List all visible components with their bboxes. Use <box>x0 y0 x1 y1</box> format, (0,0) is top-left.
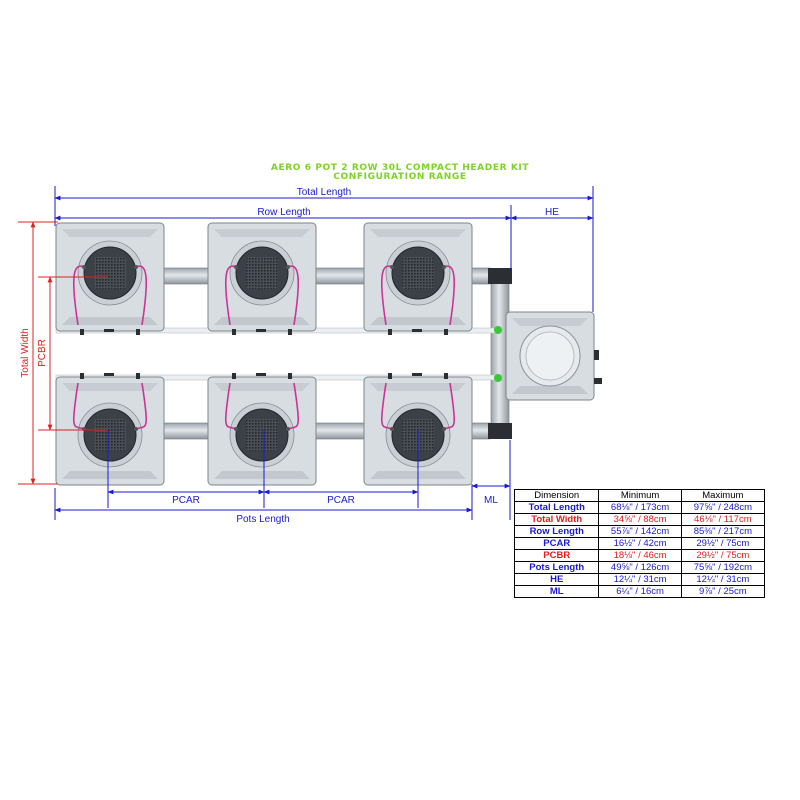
pot <box>363 222 473 335</box>
minimum-cell: 55⅞" / 142cm <box>598 525 682 538</box>
header-minimum: Minimum <box>598 489 682 502</box>
label-total-length: Total Length <box>297 187 352 198</box>
pot <box>55 373 165 486</box>
dimension-lines <box>18 186 594 520</box>
minimum-cell: 12¼" / 31cm <box>598 573 682 586</box>
dimension-name-cell: Total Length <box>513 501 600 514</box>
table-header-row: Dimension Minimum Maximum <box>513 489 766 502</box>
pot <box>207 222 317 335</box>
maximum-cell: 85⅜" / 217cm <box>680 525 766 538</box>
label-pcar-2: PCAR <box>327 495 355 506</box>
diagram-subtitle: CONFIGURATION RANGE <box>333 172 467 182</box>
minimum-cell: 16½" / 42cm <box>598 537 682 550</box>
dimension-name-cell: Pots Length <box>513 561 600 574</box>
dimension-name-cell: HE <box>513 573 600 586</box>
minimum-cell: 34⅝" / 88cm <box>598 513 682 526</box>
dimension-name-cell: ML <box>513 585 600 598</box>
minimum-cell: 68⅛" / 173cm <box>598 501 682 514</box>
label-total-width: Total Width <box>20 328 31 377</box>
dimension-labels: Total Length Row Length HE Total Width P… <box>20 187 559 525</box>
minimum-cell: 18⅛" / 46cm <box>598 549 682 562</box>
pot <box>55 222 165 335</box>
dimension-name-cell: PCAR <box>513 537 600 550</box>
pot-group <box>55 222 473 486</box>
dimension-name-cell: Row Length <box>513 525 600 538</box>
maximum-cell: 97⅝" / 248cm <box>680 501 766 514</box>
maximum-cell: 9⅞" / 25cm <box>680 585 766 598</box>
maximum-cell: 29½" / 75cm <box>680 549 766 562</box>
label-ml: ML <box>484 495 498 506</box>
dimension-name-cell: PCBR <box>513 549 600 562</box>
header-dimension: Dimension <box>513 489 600 502</box>
label-pcbr: PCBR <box>37 339 48 367</box>
maximum-cell: 29½" / 75cm <box>680 537 766 550</box>
label-he: HE <box>545 207 559 218</box>
label-row-length: Row Length <box>257 207 310 218</box>
maximum-cell: 46⅛" / 117cm <box>680 513 766 526</box>
minimum-cell: 49⅝" / 126cm <box>598 561 682 574</box>
label-pots-length: Pots Length <box>236 514 289 525</box>
minimum-cell: 6¼" / 16cm <box>598 585 682 598</box>
diagram-title: AERO 6 POT 2 ROW 30L COMPACT HEADER KIT <box>270 163 530 173</box>
maximum-cell: 75⅝" / 192cm <box>680 561 766 574</box>
header-tank <box>505 311 602 401</box>
dimension-name-cell: Total Width <box>513 513 600 526</box>
pot <box>207 373 317 486</box>
label-pcar-1: PCAR <box>172 495 200 506</box>
header-maximum: Maximum <box>680 489 766 502</box>
maximum-cell: 12¼" / 31cm <box>680 573 766 586</box>
